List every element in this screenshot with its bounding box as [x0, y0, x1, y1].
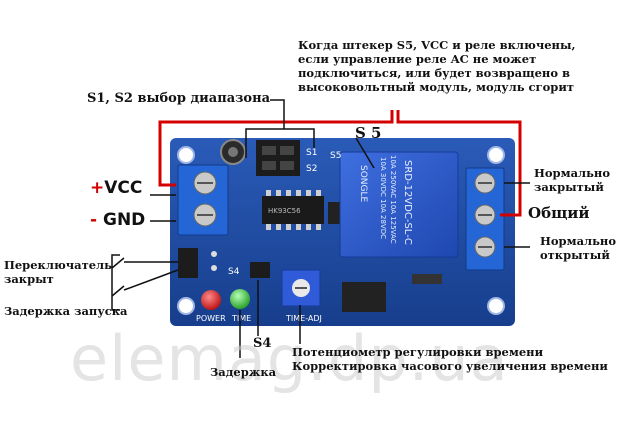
label-s5: S 5: [355, 124, 382, 142]
gnd-text: GND: [102, 210, 146, 230]
silk-s2: S2: [306, 164, 317, 174]
label-warning: Когда штекер S5, VCC и реле включены, ес…: [298, 38, 576, 94]
relay-rating-label: 10A 250VAC 10A 125VAC: [389, 155, 397, 244]
mount-hole: [487, 297, 505, 315]
jumper-s4: [250, 262, 270, 278]
no-line: открытый: [540, 248, 610, 262]
label-clock-correction: Корректировка часового увеличения времен…: [292, 359, 608, 373]
regulator: [342, 282, 386, 312]
silk-time-adj: TIME-ADJ: [285, 314, 322, 323]
jumper-header-s1-s2: [256, 140, 300, 176]
relay-brand-label: SONGLE: [358, 165, 368, 203]
switch-line: Переключатель: [4, 258, 112, 272]
warning-line: подключиться, или будет возвращено в: [298, 66, 570, 80]
warning-line: если управление реле AC не может: [298, 52, 537, 66]
no-line: Нормально: [540, 234, 617, 248]
label-normally-closed: Нормально закрытый: [534, 166, 610, 194]
switch-line: закрыт: [4, 272, 54, 286]
nc-line: закрытый: [534, 180, 604, 194]
label-common: Общий: [528, 204, 590, 222]
silk-s1: S1: [306, 148, 317, 158]
nc-line: Нормально: [534, 166, 611, 180]
vcc-text: VCC: [104, 178, 143, 198]
red-connector-lines: [158, 110, 522, 217]
chip-label: HK93C56: [268, 207, 301, 215]
relay-model-label: SRD-12VDC-SL-C: [402, 160, 413, 245]
label-potentiometer: Потенциометр регулировки времени: [292, 345, 544, 359]
label-switch-closed: Переключатель закрыт: [4, 258, 112, 286]
label-gnd: - GND: [90, 210, 145, 230]
relay: [339, 151, 459, 258]
silk-s5: S5: [330, 151, 341, 161]
silk-power: POWER: [196, 314, 226, 323]
label-range-select: S1, S2 выбор диапазона: [87, 91, 271, 106]
label-start-delay: Задержка запуска: [4, 304, 128, 318]
label-normally-open: Нормально открытый: [540, 234, 616, 262]
silk-s4: S4: [228, 267, 240, 277]
jumper-left: [178, 248, 198, 278]
relay-rating-label: 10A 30VDC 10A 28VDC: [379, 157, 387, 239]
warning-line: высоковольтный модуль, модуль сгорит: [298, 80, 574, 94]
mount-hole: [177, 146, 195, 164]
transistor: [328, 202, 342, 224]
leader-lines: [111, 99, 530, 358]
mount-hole: [487, 146, 505, 164]
time-led: [230, 289, 250, 309]
vcc-plus: +: [90, 178, 105, 198]
ic-chip: [262, 196, 324, 224]
mount-hole: [177, 297, 195, 315]
gnd-minus: -: [90, 210, 98, 230]
label-vcc: +VCC: [90, 178, 142, 198]
diode: [412, 274, 442, 284]
label-delay: Задержка: [210, 365, 277, 379]
silk-time: TIME: [231, 314, 251, 323]
watermark: elemag.dp.ua: [70, 322, 509, 395]
warning-line: Когда штекер S5, VCC и реле включены,: [298, 38, 576, 52]
power-led: [201, 290, 221, 310]
label-s4: S4: [253, 336, 272, 351]
